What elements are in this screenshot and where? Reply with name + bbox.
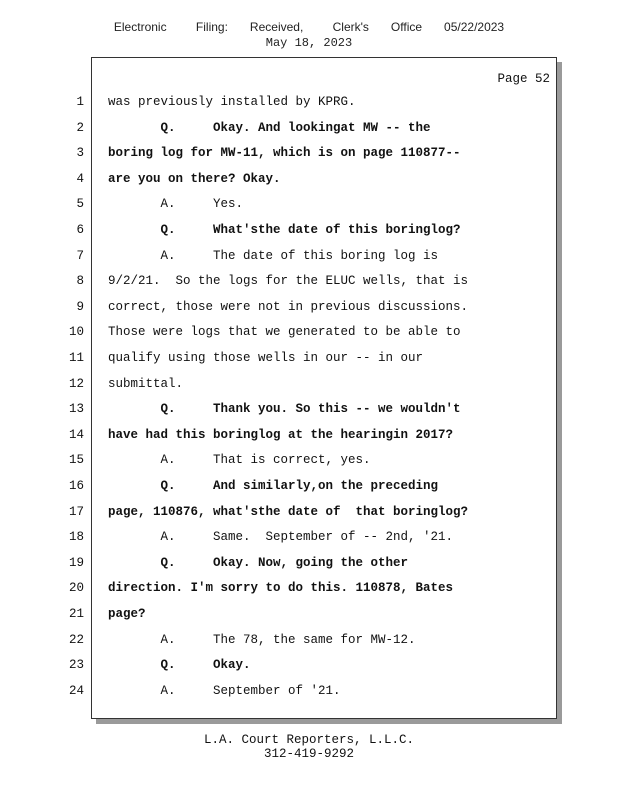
line-text: direction. I'm sorry to do this. 110878,… bbox=[108, 581, 454, 596]
line-number: 19 bbox=[68, 555, 84, 570]
transcript-line: 5 A. Yes. bbox=[0, 197, 618, 222]
transcript-line: 6 Q. What'sthe date of this boringlog? bbox=[0, 223, 618, 248]
line-text: A. September of '21. bbox=[108, 683, 341, 698]
line-number: 13 bbox=[68, 402, 84, 417]
line-number: 15 bbox=[68, 453, 84, 468]
line-number: 16 bbox=[68, 479, 84, 493]
line-text: was previously installed by KPRG. bbox=[108, 95, 356, 109]
transcript-line: 12 submittal. bbox=[0, 377, 618, 402]
transcript-line: 18 A. Same. September of -- 2nd, '21. bbox=[0, 530, 618, 555]
line-number: 2 bbox=[76, 120, 84, 135]
line-text: correct, those were not in previous disc… bbox=[108, 299, 469, 314]
line-number: 21 bbox=[68, 607, 84, 621]
transcript-line: 13 Q. Thank you. So this -- we wouldn't bbox=[0, 402, 618, 427]
line-text: have had this boringlog at the hearingin… bbox=[108, 427, 454, 442]
line-number: 5 bbox=[76, 197, 84, 212]
transcript-line: 1 was previously installed by KPRG. bbox=[0, 95, 618, 120]
transcript-line: 21 page? bbox=[0, 607, 618, 632]
transcript-page-box bbox=[91, 57, 557, 719]
footer-company: L.A. Court Reporters, L.L.C. bbox=[203, 733, 415, 747]
line-number: 4 bbox=[76, 171, 84, 186]
line-text: Q. What'sthe date of this boringlog? bbox=[108, 223, 461, 237]
line-text: Q. Okay. bbox=[108, 658, 251, 673]
line-text: page? bbox=[108, 607, 146, 621]
line-number: 22 bbox=[68, 632, 84, 647]
footer-phone: 312-419-9292 bbox=[263, 747, 354, 761]
line-number: 6 bbox=[76, 223, 84, 237]
line-text: Q. And similarly,on the preceding bbox=[108, 479, 439, 493]
transcript-line: 7 A. The date of this boring log is bbox=[0, 249, 618, 274]
transcript-line: 22 A. The 78, the same for MW-12. bbox=[0, 633, 618, 658]
line-number: 12 bbox=[68, 376, 84, 391]
line-number: 11 bbox=[68, 351, 84, 365]
line-text: A. Yes. bbox=[108, 197, 244, 212]
line-number: 3 bbox=[76, 146, 84, 161]
transcript-line: 11 qualify using those wells in our -- in… bbox=[0, 351, 618, 376]
line-text: Q. Okay. And lookingat MW -- the bbox=[108, 120, 431, 135]
line-text: qualify using those wells in our -- in o… bbox=[108, 351, 424, 365]
line-number: 10 bbox=[68, 325, 84, 340]
line-number: 9 bbox=[76, 299, 84, 314]
transcript-line: 24 A. September of '21. bbox=[0, 684, 618, 709]
line-number: 7 bbox=[76, 248, 84, 263]
line-text: boring log for MW-11, which is on page 1… bbox=[108, 146, 461, 161]
line-number: 17 bbox=[68, 504, 84, 519]
transcript-line: 20 direction. I'm sorry to do this. 11087… bbox=[0, 581, 618, 606]
page-number: Page 52 bbox=[497, 72, 550, 86]
line-text: submittal. bbox=[108, 376, 184, 391]
transcript-line: 2 Q. Okay. And lookingat MW -- the bbox=[0, 121, 618, 146]
transcript-line: 4 are you on there? Okay. bbox=[0, 172, 618, 197]
transcript-line: 23 Q. Okay. bbox=[0, 658, 618, 683]
filing-stamp: Electronic Filing: Received, Clerk's Off… bbox=[113, 20, 505, 34]
line-text: are you on there? Okay. bbox=[108, 171, 281, 186]
line-number: 1 bbox=[76, 95, 84, 109]
line-number: 8 bbox=[76, 274, 84, 289]
transcript-date: May 18, 2023 bbox=[265, 36, 353, 50]
line-text: A. That is correct, yes. bbox=[108, 453, 371, 468]
transcript-line: 19 Q. Okay. Now, going the other bbox=[0, 556, 618, 581]
transcript-line: 15 A. That is correct, yes. bbox=[0, 453, 618, 478]
transcript-line: 17 page, 110876, what'sthe date of that b… bbox=[0, 505, 618, 530]
line-text: A. Same. September of -- 2nd, '21. bbox=[108, 530, 454, 545]
line-number: 20 bbox=[68, 581, 84, 596]
line-text: Q. Thank you. So this -- we wouldn't bbox=[108, 402, 461, 417]
line-text: A. The date of this boring log is bbox=[108, 248, 439, 263]
transcript-line: 16 Q. And similarly,on the preceding bbox=[0, 479, 618, 504]
transcript-line: 10 Those were logs that we generated to b… bbox=[0, 325, 618, 350]
line-text: page, 110876, what'sthe date of that bor… bbox=[108, 504, 469, 519]
line-text: Those were logs that we generated to be … bbox=[108, 325, 461, 340]
line-text: 9/2/21. So the logs for the ELUC wells, … bbox=[108, 274, 469, 289]
transcript-line: 8 9/2/21. So the logs for the ELUC wells,… bbox=[0, 274, 618, 299]
transcript-line: 14 have had this boringlog at the hearing… bbox=[0, 428, 618, 453]
line-text: Q. Okay. Now, going the other bbox=[108, 555, 409, 570]
line-number: 24 bbox=[68, 683, 84, 698]
line-text: A. The 78, the same for MW-12. bbox=[108, 632, 416, 647]
transcript-line: 9 correct, those were not in previous dis… bbox=[0, 300, 618, 325]
transcript-line: 3 boring log for MW-11, which is on page … bbox=[0, 146, 618, 171]
line-number: 14 bbox=[68, 427, 84, 442]
line-number: 18 bbox=[68, 530, 84, 545]
line-number: 23 bbox=[68, 658, 84, 673]
